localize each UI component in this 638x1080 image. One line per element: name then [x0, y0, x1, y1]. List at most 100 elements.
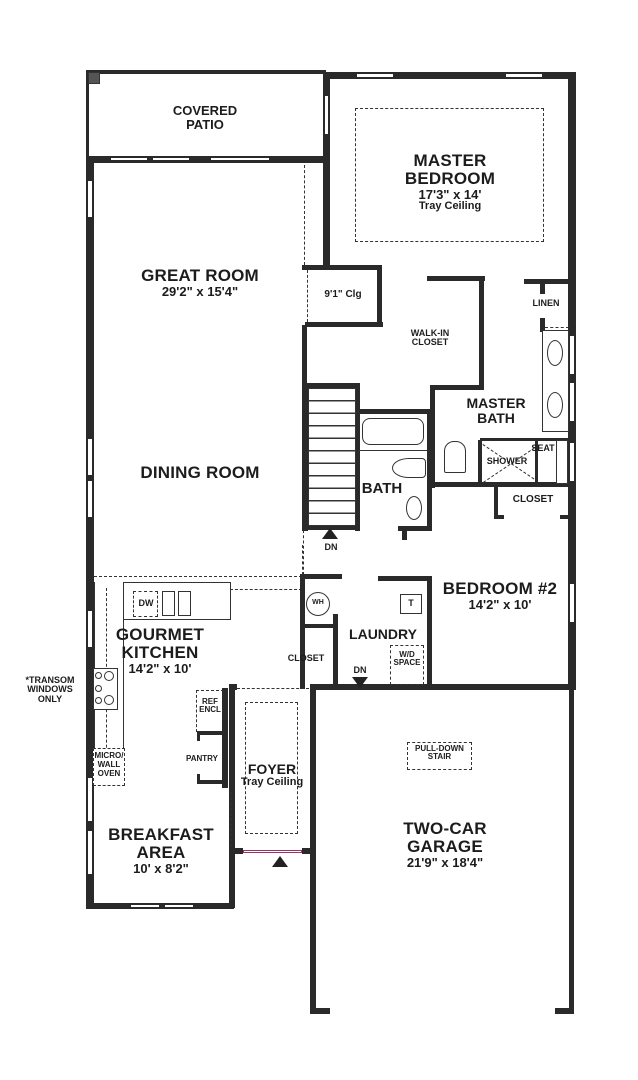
breakfast-label: BREAKFAST AREA 10' x 8'2"	[108, 825, 214, 876]
kitchen-sink-icon	[162, 591, 175, 616]
bath-label: BATH	[361, 480, 403, 497]
dashed-opening	[303, 530, 304, 575]
wall-great-room-top	[86, 156, 328, 163]
window	[87, 180, 93, 218]
kitchen-sink-icon	[178, 591, 191, 616]
wall-closet-right	[333, 614, 338, 684]
wall-mbath-bottom	[430, 482, 572, 487]
wall-garage-right	[569, 688, 574, 1014]
window	[569, 382, 575, 422]
window	[110, 157, 148, 161]
wall-pantry-bottom	[197, 780, 227, 784]
wall-walkin-bottom-left	[308, 383, 358, 388]
dashed-line	[545, 327, 569, 328]
window	[569, 583, 575, 623]
wall-laundry-right	[427, 576, 432, 686]
wall-oven-label: MICRO/ WALL OVEN	[94, 751, 124, 778]
dashed-opening	[304, 165, 305, 265]
wall-walkin-top	[427, 276, 485, 281]
window	[130, 904, 160, 908]
wall-patio-top	[86, 70, 326, 74]
wall-foyer-top	[229, 684, 237, 690]
bedroom2-label: BEDROOM #2 14'2" x 10'	[442, 579, 558, 612]
sink-icon	[547, 340, 563, 366]
foyer-tray-ceiling	[245, 702, 298, 834]
dashed-opening	[307, 270, 308, 322]
wall-foyer-front	[302, 848, 316, 854]
wall-pantry	[222, 688, 228, 788]
wall-mbath-left	[430, 388, 435, 488]
wall-bath-bottom-stub	[402, 526, 407, 540]
wall-great-room-right	[302, 383, 308, 531]
covered-patio-label: COVERED PATIO	[172, 103, 238, 132]
window	[87, 830, 93, 875]
sink-icon	[547, 392, 563, 418]
wall-shower-top	[480, 438, 570, 441]
wall-garage-right-stub	[555, 1008, 574, 1014]
wall-walkin-bottom	[430, 385, 484, 390]
wall-foyer-front	[229, 848, 243, 854]
window	[569, 335, 575, 375]
front-door[interactable]	[243, 850, 302, 853]
entry-arrow-icon	[272, 856, 288, 867]
wall-oven	[93, 748, 125, 786]
pull-down-stair[interactable]	[407, 742, 472, 770]
wall-linen-top	[524, 279, 572, 284]
water-heater-label: WH	[312, 599, 324, 606]
wall-garage-left-stub	[310, 1008, 330, 1014]
wall-right-exterior	[568, 72, 576, 690]
window	[87, 480, 93, 518]
laundry-tub	[400, 594, 422, 614]
garage-label: TWO-CAR GARAGE 21'9" x 18'4"	[403, 819, 487, 870]
washer-dryer-space	[390, 645, 424, 685]
wall-walkin-right	[479, 276, 484, 388]
window	[152, 157, 190, 161]
window	[87, 610, 93, 648]
dishwasher-label: DW	[138, 598, 154, 608]
wall-closet-bed2-stub	[494, 515, 504, 519]
toilet-bowl-icon	[406, 496, 422, 520]
dashed-opening	[302, 545, 303, 575]
window	[569, 442, 575, 482]
pantry-label: PANTRY	[186, 754, 218, 763]
master-tray-ceiling	[355, 108, 544, 242]
wall-patio-right	[323, 72, 330, 268]
wall-left-exterior	[86, 156, 94, 908]
toilet-icon	[444, 441, 466, 473]
post-icon	[88, 72, 100, 84]
dashed-opening	[230, 589, 302, 590]
window	[164, 904, 194, 908]
seat-label: SEAT	[531, 443, 555, 453]
water-heater-icon	[306, 592, 330, 616]
wall-closet-bed2-stub	[560, 515, 570, 519]
wall-pantry-top	[197, 731, 227, 735]
master-bath-label: MASTER BATH	[466, 395, 526, 426]
transom-windows-note: *TRANSOM WINDOWS ONLY	[25, 675, 75, 704]
wall	[377, 265, 382, 325]
wall-wh-left	[300, 574, 305, 689]
wall-garage-top	[310, 684, 576, 690]
washer-dryer-label: W/D SPACE	[393, 650, 421, 668]
pull-down-stair-label: PULL-DOWN STAIR	[415, 744, 464, 762]
dashed-opening	[94, 576, 302, 577]
staircase	[308, 388, 356, 526]
wall	[302, 325, 307, 385]
laundry-label: LAUNDRY	[349, 626, 417, 642]
wall-closet-bed2	[494, 484, 498, 519]
laundry-stairs-down-icon	[352, 677, 368, 688]
kitchen-label: GOURMET KITCHEN 14'2" x 10'	[115, 625, 205, 676]
dishwasher	[133, 591, 158, 617]
burner-icon	[104, 671, 114, 681]
wall-wh-bottom	[302, 624, 338, 628]
wall-master-top	[324, 72, 576, 79]
ref-enclosure-label: REF ENCL	[199, 697, 221, 715]
window	[505, 73, 543, 78]
burner-icon	[104, 695, 114, 705]
window	[324, 95, 329, 135]
bathtub-icon	[362, 418, 424, 445]
glass-block	[556, 440, 568, 484]
window	[87, 777, 93, 822]
wall-pantry-stub	[197, 774, 200, 784]
dining-room-label: DINING ROOM	[140, 463, 260, 482]
wall-mbath-mid	[478, 440, 482, 485]
